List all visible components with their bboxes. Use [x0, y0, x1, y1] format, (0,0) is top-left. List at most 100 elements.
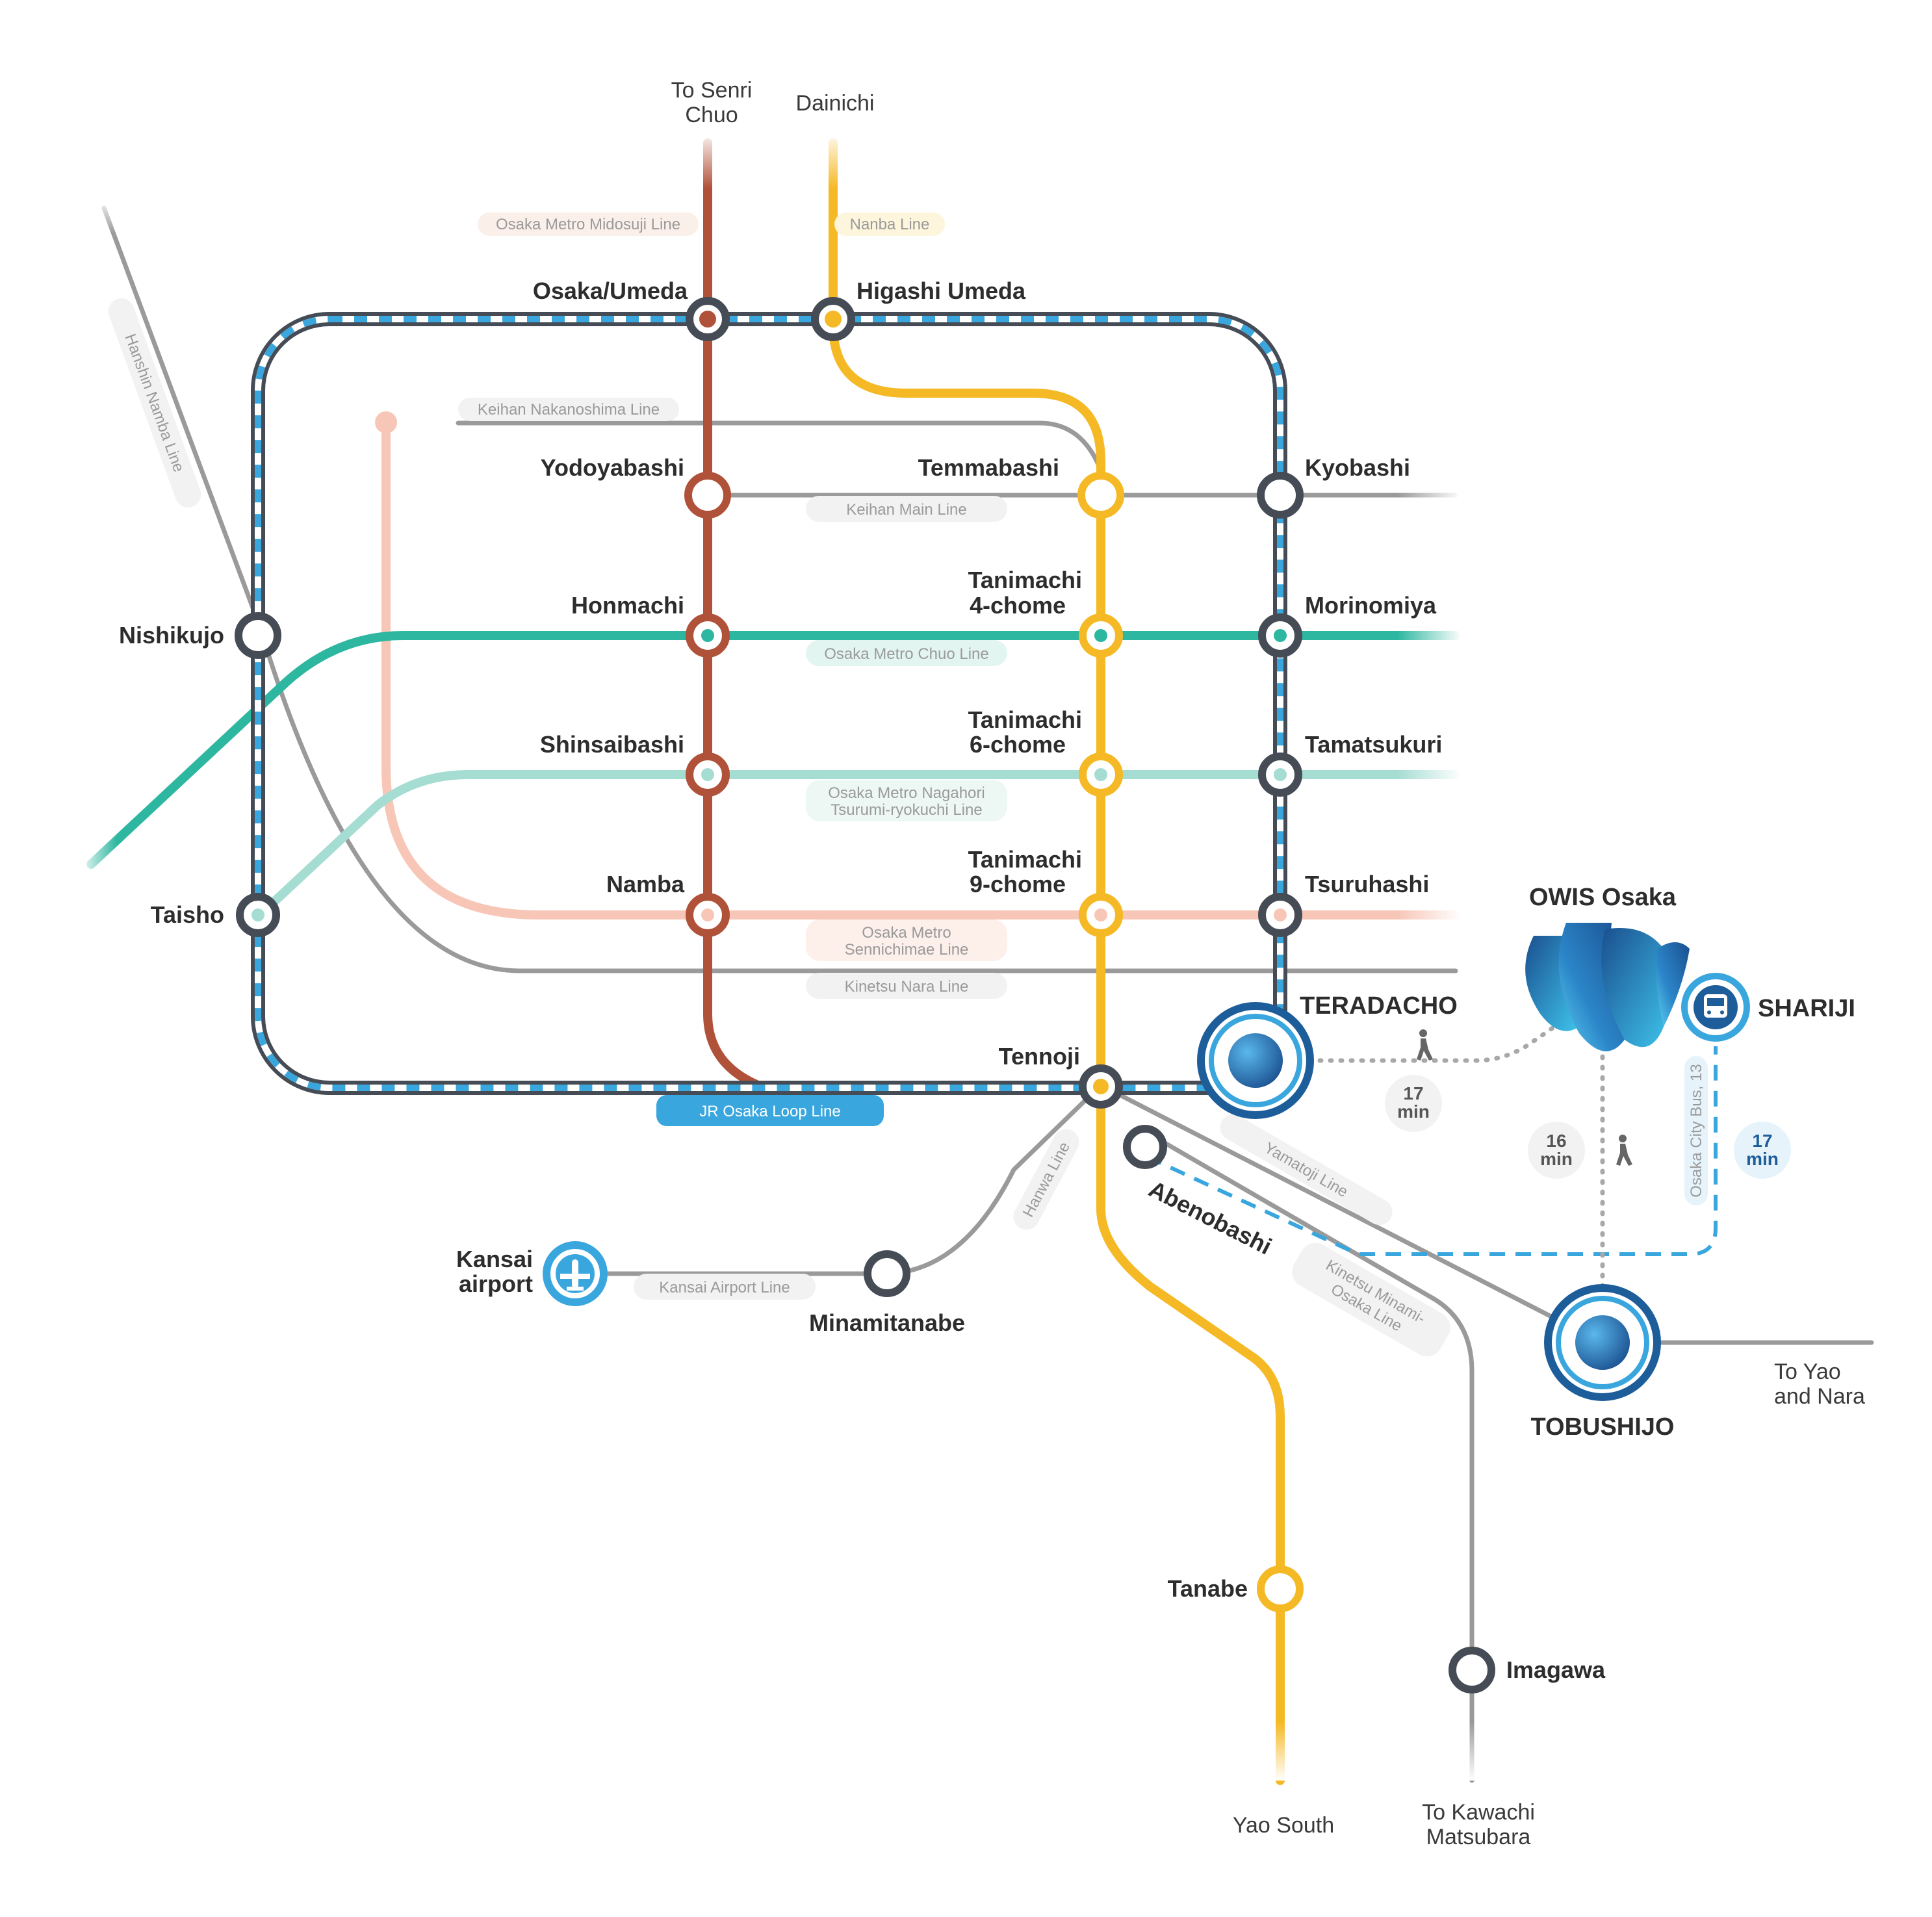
station-tanabe[interactable] — [1257, 1565, 1304, 1612]
midosuji-line-label: Osaka Metro Midosuji Line — [496, 216, 680, 233]
honmachi-core — [701, 629, 714, 642]
line-labels: Osaka Metro Midosuji Line Nanba Line Kei… — [108, 212, 1708, 1357]
yamatoji-line — [1098, 1083, 1604, 1345]
label-shinsaibashi: Shinsaibashi — [540, 731, 684, 758]
label-temmabashi: Temmabashi — [918, 454, 1059, 481]
terminus-yao-nara-1: To Yao — [1774, 1359, 1841, 1384]
label-kansai-2: airport — [459, 1270, 533, 1297]
label-teradacho: TERADACHO — [1300, 992, 1458, 1020]
label-tamatsukuri: Tamatsukuri — [1305, 731, 1442, 758]
terminus-senri-chuo-2: Chuo — [685, 103, 738, 127]
label-tanimachi-9-1: Tanimachi — [968, 846, 1082, 873]
fade-right — [1397, 481, 1462, 936]
label-osaka-umeda: Osaka/Umeda — [533, 277, 688, 304]
label-shariji: SHARIJI — [1758, 995, 1855, 1022]
label-minamitanabe: Minamitanabe — [809, 1309, 965, 1336]
fade-bottom-1 — [1261, 1722, 1300, 1781]
label-morinomiya: Morinomiya — [1305, 592, 1437, 619]
label-yodoyabashi: Yodoyabashi — [541, 454, 684, 481]
tsuruhashi-core — [1274, 908, 1287, 921]
shinsaibashi-core — [701, 768, 714, 781]
label-tanimachi-9-2: 9-chome — [970, 871, 1066, 897]
walk-route-teradacho — [1307, 1023, 1559, 1063]
station-imagawa[interactable] — [1449, 1647, 1495, 1693]
label-honmachi: Honmachi — [571, 592, 684, 619]
morinomiya-core — [1274, 629, 1287, 642]
keihan-nakanoshima-label: Keihan Nakanoshima Line — [478, 401, 660, 418]
label-owis-osaka: OWIS Osaka — [1529, 884, 1677, 911]
label-taisho: Taisho — [151, 901, 224, 928]
namba-core — [701, 908, 714, 921]
tanimachi-line — [829, 138, 1285, 1785]
time-badge-shariji: 17 min — [1734, 1122, 1791, 1179]
tanimachi-9-core — [1094, 908, 1107, 921]
higashi-umeda-core — [825, 311, 842, 328]
tennoji-core — [1093, 1079, 1109, 1094]
airplane-icon — [560, 1259, 590, 1291]
station-abenobashi[interactable] — [1123, 1125, 1167, 1169]
terminus-kawachi-1: To Kawachi — [1422, 1800, 1535, 1825]
label-nishikujo: Nishikujo — [119, 622, 224, 649]
fade-left — [78, 812, 117, 877]
teradacho-walk-unit: min — [1397, 1101, 1430, 1122]
hanshin-namba-line — [101, 205, 1458, 973]
city-bus-label: Osaka City Bus, 13 — [1688, 1064, 1705, 1197]
label-abenobashi: Abenobashi — [1144, 1176, 1276, 1260]
fade-top — [689, 130, 851, 188]
fade-left-2 — [91, 195, 117, 234]
label-tanimachi-6-1: Tanimachi — [968, 706, 1082, 733]
tobushijo-marker[interactable] — [1544, 1284, 1661, 1401]
label-higashi-umeda: Higashi Umeda — [857, 277, 1026, 304]
kansai-airport-marker[interactable] — [543, 1241, 608, 1306]
nagahori-line-label-2: Tsurumi-ryokuchi Line — [831, 801, 982, 819]
bus-route-path — [1146, 1046, 1718, 1256]
nagahori-line — [255, 770, 1460, 920]
station-markers — [235, 297, 1495, 1693]
chuo-line — [86, 631, 1460, 869]
station-nishikujo[interactable] — [235, 612, 281, 659]
label-tanimachi-4-2: 4-chome — [970, 592, 1066, 619]
tanimachi-6-core — [1094, 768, 1107, 781]
label-tobushijo: TOBUSHIJO — [1530, 1413, 1674, 1441]
kintetsu-nara-label: Kinetsu Nara Line — [845, 978, 969, 996]
tamatsukuri-core — [1274, 768, 1287, 781]
station-minamitanabe[interactable] — [864, 1250, 910, 1297]
sennichimae-label-2: Sennichimae Line — [845, 941, 969, 958]
kintetsu-minami-osaka-line — [1141, 1128, 1475, 1783]
keihan-main-label: Keihan Main Line — [846, 501, 966, 519]
station-temmabashi[interactable] — [1077, 472, 1124, 519]
chuo-line-label: Osaka Metro Chuo Line — [824, 645, 988, 663]
label-namba: Namba — [606, 871, 685, 897]
terminus-kawachi-2: Matsubara — [1426, 1825, 1531, 1849]
label-tennoji: Tennoji — [999, 1043, 1080, 1070]
terminus-senri-chuo-1: To Senri — [671, 78, 753, 103]
terminus-dainichi: Dainichi — [796, 91, 875, 116]
label-imagawa: Imagawa — [1506, 1656, 1606, 1683]
shariji-marker[interactable] — [1681, 973, 1750, 1042]
nagahori-line-label-1: Osaka Metro Nagahori — [828, 784, 985, 802]
label-tanimachi-6-2: 6-chome — [970, 731, 1066, 758]
station-kyobashi[interactable] — [1257, 472, 1304, 519]
terminus-yao-south: Yao South — [1233, 1813, 1334, 1838]
owis-logo — [1525, 923, 1690, 1051]
time-badge-tobushijo: 16 min — [1528, 1122, 1585, 1179]
tobushijo-walk-num: 16 — [1546, 1131, 1566, 1151]
shariji-bus-unit: min — [1746, 1149, 1779, 1169]
nanba-line-label: Nanba Line — [850, 216, 930, 233]
time-badge-teradacho: 17 min — [1385, 1075, 1442, 1132]
osaka-umeda-core — [699, 311, 716, 328]
tobushijo-walk-unit: min — [1540, 1149, 1573, 1169]
jr-osaka-loop-line — [251, 312, 1287, 1095]
label-kyobashi: Kyobashi — [1305, 454, 1410, 481]
fade-bottom-2 — [1456, 1722, 1488, 1781]
label-kansai-1: Kansai — [456, 1246, 533, 1272]
station-yodoyabashi[interactable] — [684, 472, 731, 519]
sennichimae-terminus — [375, 411, 397, 433]
teradacho-marker[interactable] — [1197, 1002, 1314, 1119]
tanimachi-4-core — [1094, 629, 1107, 642]
taisho-core — [251, 908, 264, 921]
teradacho-walk-num: 17 — [1403, 1083, 1423, 1103]
walking-person-icon — [1417, 1029, 1433, 1061]
shariji-bus-num: 17 — [1752, 1131, 1772, 1151]
